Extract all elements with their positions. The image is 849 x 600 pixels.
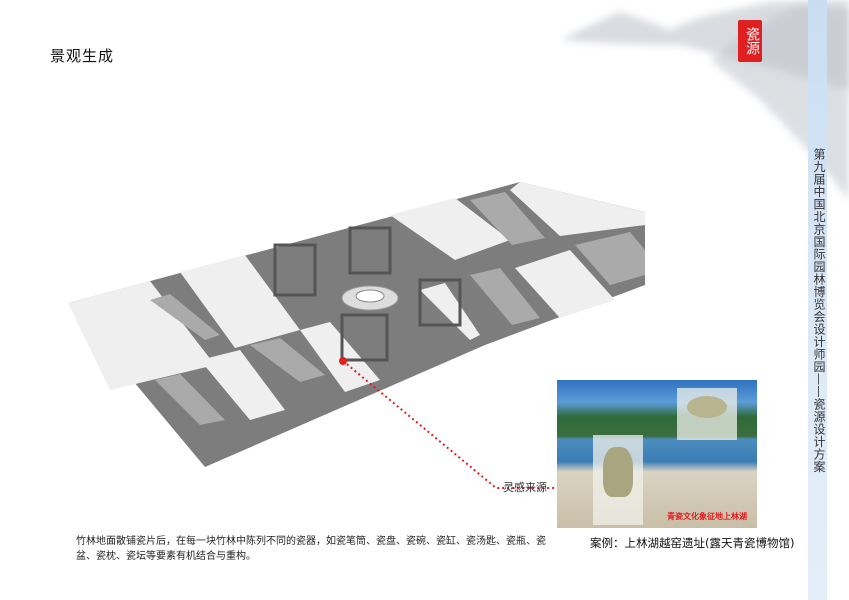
pavilion bbox=[273, 243, 317, 297]
bamboo-plot bbox=[470, 268, 540, 325]
pavilion bbox=[348, 226, 392, 275]
seal-stamp: 瓷源 bbox=[738, 20, 762, 62]
bamboo-plot bbox=[155, 374, 225, 425]
side-title: 第九届中国北京国际园林博览会设计师园——瓷源设计方案 bbox=[812, 148, 826, 473]
photo-banner: 青瓷文化象征地上林湖 bbox=[667, 512, 747, 521]
bamboo-plot bbox=[575, 232, 645, 285]
bamboo-plot bbox=[180, 255, 300, 348]
case-photo: 青瓷文化象征地上林湖 bbox=[557, 380, 757, 528]
artifact-card bbox=[677, 388, 737, 440]
inspiration-label: 灵感来源 bbox=[503, 481, 547, 494]
bamboo-plot bbox=[515, 250, 615, 318]
bamboo-plot bbox=[150, 294, 220, 340]
side-band bbox=[808, 0, 827, 600]
pavilion bbox=[418, 278, 462, 327]
bamboo-plot bbox=[510, 182, 645, 236]
page-title: 景观生成 bbox=[50, 47, 115, 65]
bamboo-plot bbox=[68, 281, 215, 390]
bamboo-plot bbox=[250, 338, 325, 382]
plaza-base bbox=[68, 182, 645, 467]
pavilion bbox=[340, 313, 389, 362]
bamboo-plot bbox=[200, 350, 285, 420]
bamboo-plot bbox=[470, 192, 545, 245]
description-text: 竹林地面散铺瓷片后，在每一块竹林中陈列不同的瓷器，如瓷笔筒、瓷盘、瓷碗、瓷缸、瓷… bbox=[76, 536, 546, 562]
artifact-card bbox=[593, 435, 643, 525]
case-caption: 案例：上林湖越窑遗址(露天青瓷博物馆) bbox=[590, 536, 795, 550]
bamboo-plot bbox=[390, 198, 510, 260]
leader-line bbox=[342, 360, 557, 489]
bamboo-plot bbox=[420, 283, 480, 340]
